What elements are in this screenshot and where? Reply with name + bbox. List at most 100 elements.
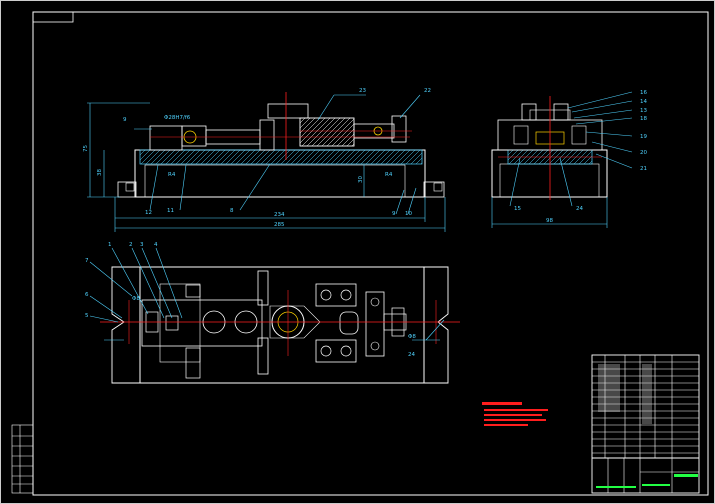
dim-height-38: 38: [97, 169, 103, 176]
dim-height-75: 75: [83, 145, 89, 152]
hatch-line: [265, 149, 281, 165]
hatch-line: [299, 117, 306, 124]
hatch-line: [380, 149, 396, 165]
hatch-line: [205, 149, 221, 165]
hatch-line: [306, 117, 336, 147]
hatch-line: [299, 117, 311, 129]
hatch-line: [220, 149, 236, 165]
hatch-line: [345, 149, 361, 165]
balloon-14: 14: [640, 99, 647, 105]
hatch-line: [175, 149, 191, 165]
hatch-line: [185, 149, 201, 165]
hatch-line: [260, 149, 276, 165]
sheet-inner-border: [32, 11, 709, 496]
balloon-12: 12: [145, 210, 152, 216]
side-view: 98 16 14 13 18 19 20 21 15 24: [491, 90, 647, 228]
hatch-line: [326, 118, 355, 147]
balloon-24: 24: [576, 206, 583, 212]
hatch-line: [300, 149, 316, 165]
sheet-corner-tag: [32, 11, 74, 23]
dim-width-285: 285: [274, 222, 285, 228]
hatch-line: [335, 149, 351, 165]
hatch-line: [507, 149, 519, 161]
hatch-line: [385, 149, 401, 165]
hatch-line: [588, 160, 593, 165]
hatch-line: [285, 149, 301, 165]
left-margin-strip: [11, 424, 34, 494]
hatch-line: [299, 117, 316, 134]
hatch-line: [350, 149, 366, 165]
hatch-line: [400, 149, 416, 165]
dim-top-phi8-right: Φ8: [408, 334, 416, 340]
hatch-line: [299, 117, 326, 144]
hatch-line: [270, 149, 286, 165]
balloon-16: 16: [640, 90, 647, 96]
hatch-line: [215, 149, 231, 165]
hatch-line: [295, 149, 311, 165]
balloon-22: 22: [424, 88, 431, 94]
hatch-line: [346, 138, 355, 147]
hatch-line: [583, 155, 593, 165]
hatch-line: [290, 149, 306, 165]
hatch-line: [255, 149, 271, 165]
dim-top-24: 24: [408, 352, 415, 358]
front-note-r4-left: R4: [168, 172, 176, 178]
hatch-line: [200, 149, 216, 165]
hatch-line: [405, 149, 421, 165]
balloon-10: 10: [405, 211, 412, 217]
front-hatched-plate: [139, 149, 423, 165]
balloon-8: 8: [230, 208, 234, 214]
hatch-line: [331, 123, 355, 147]
balloon-19: 19: [640, 134, 647, 140]
hatch-line: [139, 149, 146, 156]
hatch-line: [330, 149, 346, 165]
hatch-line: [310, 149, 326, 165]
balloon-23: 23: [359, 88, 366, 94]
hatch-line: [280, 149, 296, 165]
front-base-plate: [134, 149, 426, 198]
balloon-9-bottom: 9: [392, 211, 396, 217]
hatch-line: [410, 152, 423, 165]
hatch-line: [321, 117, 351, 147]
front-view: 75 38 30 234 285 Φ28H7/f6 R4 R4 23 22 9 …: [83, 88, 446, 232]
hatch-line: [170, 149, 186, 165]
dim-side-98: 98: [546, 218, 553, 224]
balloon-13: 13: [640, 108, 647, 114]
hatch-line: [355, 149, 371, 165]
fit-note: Φ28H7/f6: [164, 115, 191, 121]
top-view: 1 2 3 4 7 6 5 Φ8 Φ8 24: [85, 242, 460, 384]
hatch-line: [351, 143, 355, 147]
hatch-line: [165, 149, 181, 165]
hatch-line: [336, 128, 355, 147]
dim-width-234: 234: [274, 212, 285, 218]
hatch-line: [320, 149, 336, 165]
hatch-line: [360, 149, 376, 165]
hatch-line: [375, 149, 391, 165]
hatch-line: [325, 149, 341, 165]
hatch-line: [390, 149, 406, 165]
balloon-7: 7: [85, 258, 89, 264]
balloon-9-top: 9: [123, 117, 127, 123]
hatch-line: [250, 149, 266, 165]
hatch-line: [225, 149, 241, 165]
balloon-20: 20: [640, 150, 647, 156]
hatch-line: [340, 149, 356, 165]
hatch-line: [190, 149, 206, 165]
balloon-3: 3: [140, 242, 144, 248]
balloon-4: 4: [154, 242, 158, 248]
hatch-line: [180, 149, 196, 165]
title-block: [591, 354, 700, 494]
hatch-line: [507, 149, 514, 156]
dim-top-phi8-left: Φ8: [132, 296, 140, 302]
hatch-line: [240, 149, 256, 165]
hatch-line: [301, 117, 331, 147]
hatch-line: [150, 149, 166, 165]
balloon-6: 6: [85, 292, 89, 298]
hatch-line: [155, 149, 171, 165]
hatch-line: [195, 149, 211, 165]
technical-requirements: [482, 402, 548, 426]
hatch-line: [370, 149, 386, 165]
hatch-line: [420, 162, 423, 165]
